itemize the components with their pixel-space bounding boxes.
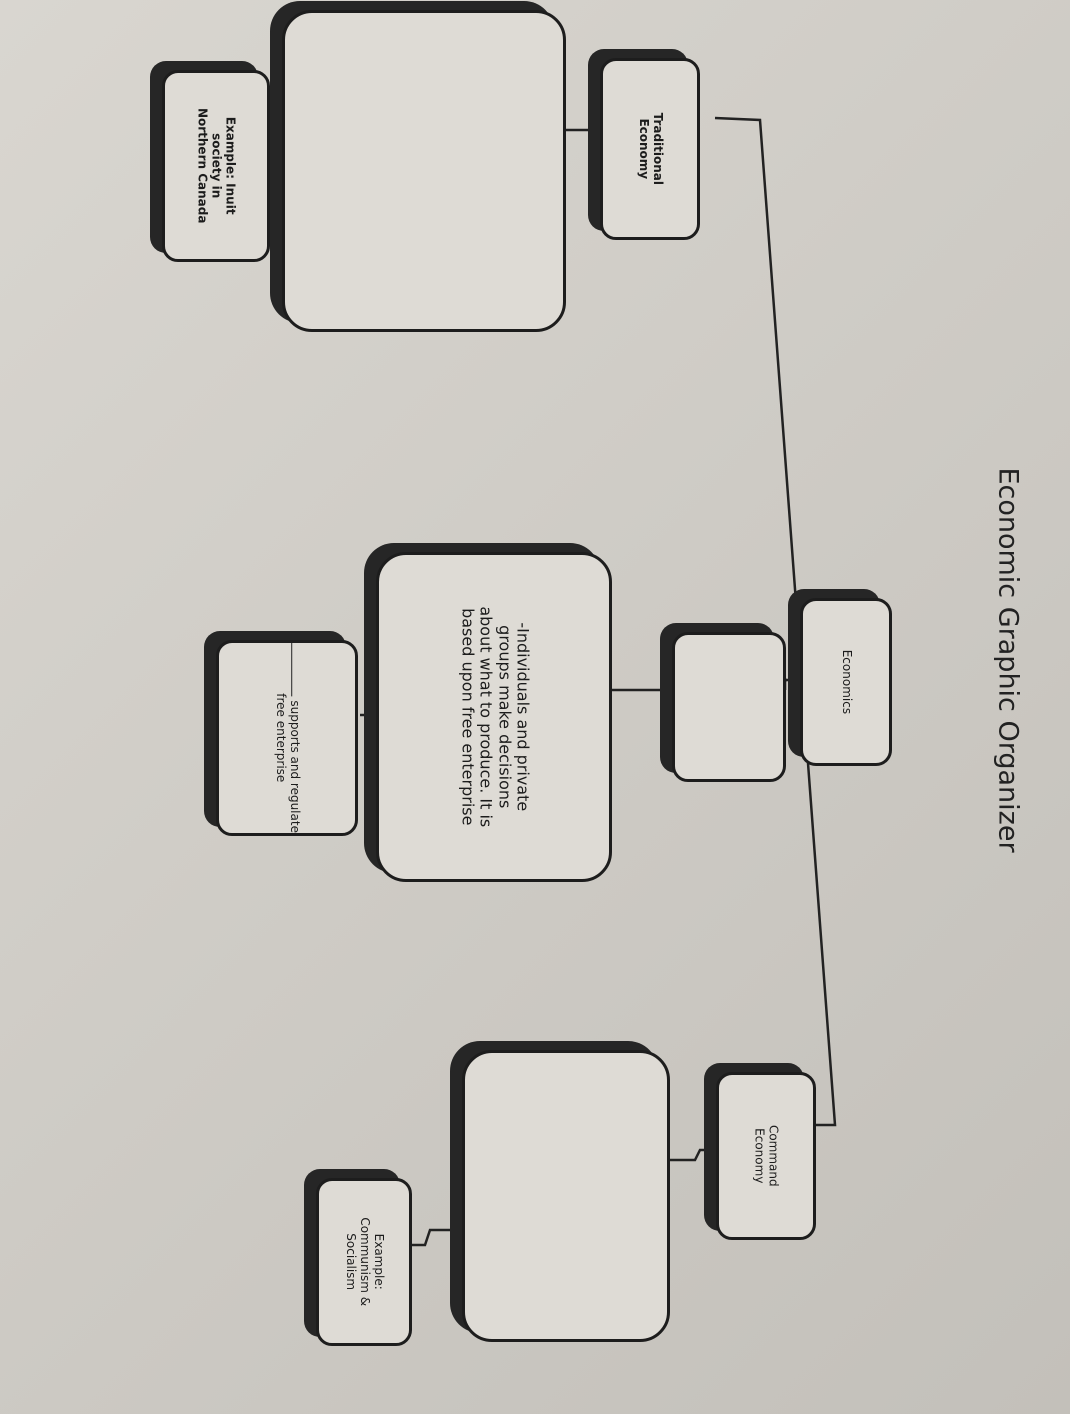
market-role-line-2: free enterprise [274, 693, 288, 783]
node-traditional-description-blank [270, 1, 566, 332]
node-traditional-economy: Traditional Economy [588, 49, 700, 240]
market-desc-line-3: about what to produce. It is [476, 606, 495, 828]
traditional-example-line-3: Northern Canada [196, 108, 211, 224]
traditional-label-line-2: Economy [637, 118, 651, 180]
command-example-line-1: Example: [371, 1233, 386, 1291]
market-desc-line-1: -Individuals and private [512, 622, 532, 812]
traditional-example-line-1: Example: Inuit [223, 117, 238, 215]
node-market-role: supports and regulates free enterprise [204, 631, 358, 836]
command-example-line-3: Socialism [344, 1233, 359, 1291]
page-title: Economic Graphic Organizer [992, 467, 1024, 853]
command-label-line-1: Command [766, 1125, 781, 1187]
market-role-line-1: supports and regulates [287, 700, 302, 836]
node-traditional-example: Example: Inuit society in Northern Canad… [150, 61, 270, 262]
node-command-description-blank [450, 1041, 670, 1342]
node-market-description: -Individuals and private groups make dec… [364, 543, 612, 882]
market-desc-line-2: groups make decisions [494, 625, 514, 809]
node-command-example: Example: Communism & Socialism [304, 1169, 412, 1346]
command-example-line-2: Communism & [357, 1217, 372, 1307]
connector-command-example [410, 1228, 460, 1247]
node-command-economy: Command Economy [704, 1063, 816, 1240]
fill-in-blank[interactable] [290, 643, 292, 697]
traditional-example-line-2: society in [209, 133, 224, 199]
market-desc-line-4: based upon free enterprise [457, 608, 477, 826]
node-market-economy-blank [660, 623, 786, 782]
command-label-line-2: Economy [753, 1128, 767, 1184]
node-economics: Economics [788, 589, 892, 766]
traditional-label-line-1: Traditional [650, 112, 665, 186]
node-economics-label: Economics [839, 649, 854, 715]
